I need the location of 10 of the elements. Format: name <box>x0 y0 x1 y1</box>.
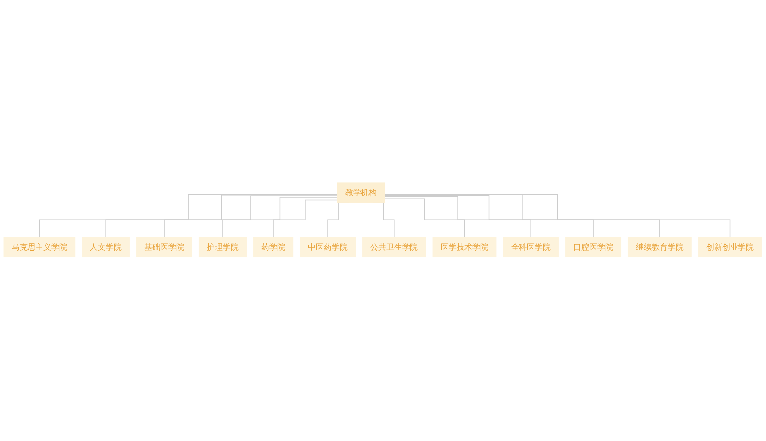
connector <box>222 198 338 238</box>
connector <box>384 194 731 238</box>
connector <box>384 196 594 238</box>
connector <box>39 194 338 238</box>
connector <box>384 195 660 238</box>
connector <box>384 199 466 238</box>
connector <box>164 196 338 238</box>
connector <box>384 196 532 238</box>
connector <box>273 200 338 238</box>
connector <box>106 195 338 238</box>
